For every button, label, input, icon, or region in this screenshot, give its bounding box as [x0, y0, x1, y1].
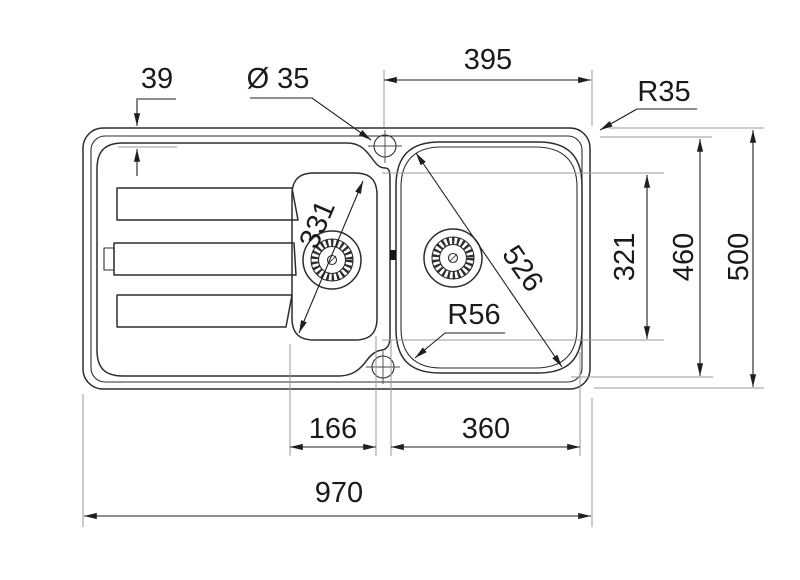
- main-bowl-inner: [400, 146, 578, 369]
- leader-faucet-diameter: [250, 97, 372, 141]
- dim-label-970: 970: [315, 477, 363, 509]
- dim-label-corner-radius: R35: [637, 76, 690, 108]
- faucet-hole-bottom: [366, 351, 400, 384]
- sink-body: [82, 127, 591, 390]
- ridge-notch: [103, 247, 115, 271]
- dim-label-395: 395: [464, 44, 512, 76]
- faucet-hole-crosshair: [368, 130, 402, 163]
- dim-331-line: [298, 180, 364, 334]
- main-bowl-outer: [395, 141, 583, 374]
- dim-label-rim-inset: 39: [141, 63, 173, 95]
- drainboard-ridge: [116, 187, 299, 221]
- dim-526-line: [415, 152, 563, 368]
- dim-label-460: 460: [668, 233, 700, 281]
- dim-label-bowl-radius: R56: [447, 299, 500, 331]
- faucet-hole-crosshair: [366, 351, 400, 384]
- dim-label-360: 360: [462, 413, 510, 445]
- dim-label-hole-diameter: Ø 35: [247, 63, 310, 95]
- leader-bowl-radius: [414, 332, 505, 359]
- drainboard-ridge: [116, 294, 293, 328]
- sink-outer-outline: [82, 127, 591, 390]
- faucet-hole-top: [368, 130, 402, 163]
- drainboard-ridges: [103, 187, 299, 328]
- leader-corner-radius: [599, 108, 697, 131]
- dim-label-321: 321: [609, 233, 641, 281]
- small-bowl-outline: [291, 172, 378, 341]
- overflow-mark: [390, 250, 396, 260]
- dim-label-500: 500: [723, 233, 755, 281]
- dimension-lines: [84, 76, 757, 520]
- dim-label-166: 166: [309, 413, 357, 445]
- dimension-labels: 39 Ø 35 395 R35 331 526 R56 321 460 500 …: [141, 44, 755, 509]
- drainboard-region-outline: [96, 142, 391, 377]
